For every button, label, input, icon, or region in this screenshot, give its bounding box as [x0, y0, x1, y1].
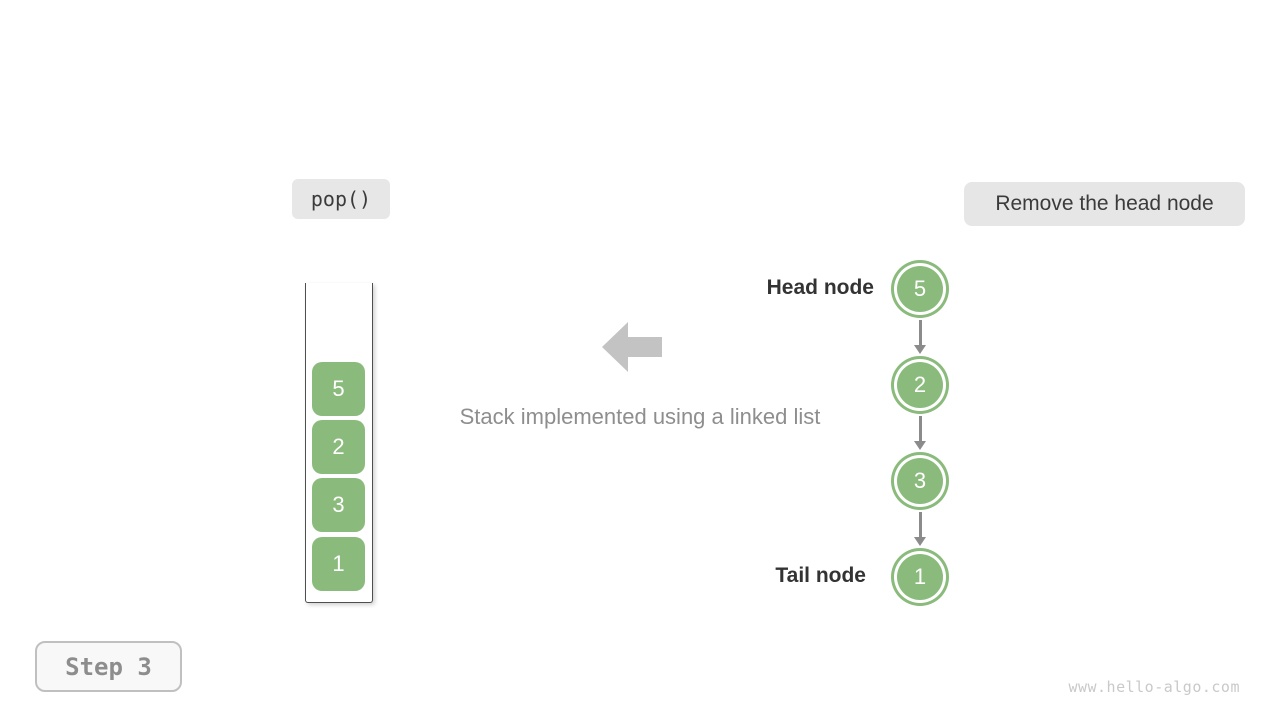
arrow-line: [918, 416, 922, 441]
stack-block: 1: [312, 537, 365, 591]
tail-node-label: Tail node: [775, 564, 866, 587]
step-badge: Step 3: [35, 641, 182, 692]
list-node: 1: [897, 554, 943, 600]
stack-block: 5: [312, 362, 365, 416]
arrow-head: [914, 537, 926, 546]
arrow-line: [918, 320, 922, 345]
down-arrow-icon: [914, 416, 926, 450]
description-badge: Remove the head node: [964, 182, 1245, 226]
operation-badge: pop(): [292, 179, 390, 219]
watermark: www.hello-algo.com: [1068, 678, 1240, 696]
down-arrow-icon: [914, 512, 926, 546]
list-node: 5: [897, 266, 943, 312]
arrow-head: [914, 441, 926, 450]
caption: Stack implemented using a linked list: [459, 404, 821, 429]
arrow-head: [914, 345, 926, 354]
arrow-line: [918, 512, 922, 537]
list-node: 2: [897, 362, 943, 408]
down-arrow-icon: [914, 320, 926, 354]
stack-block: 2: [312, 420, 365, 474]
head-node-label: Head node: [766, 276, 874, 299]
left-arrow-icon: [602, 322, 662, 372]
list-node: 3: [897, 458, 943, 504]
stack-block: 3: [312, 478, 365, 532]
stack-container: 5 2 3 1: [305, 283, 373, 603]
